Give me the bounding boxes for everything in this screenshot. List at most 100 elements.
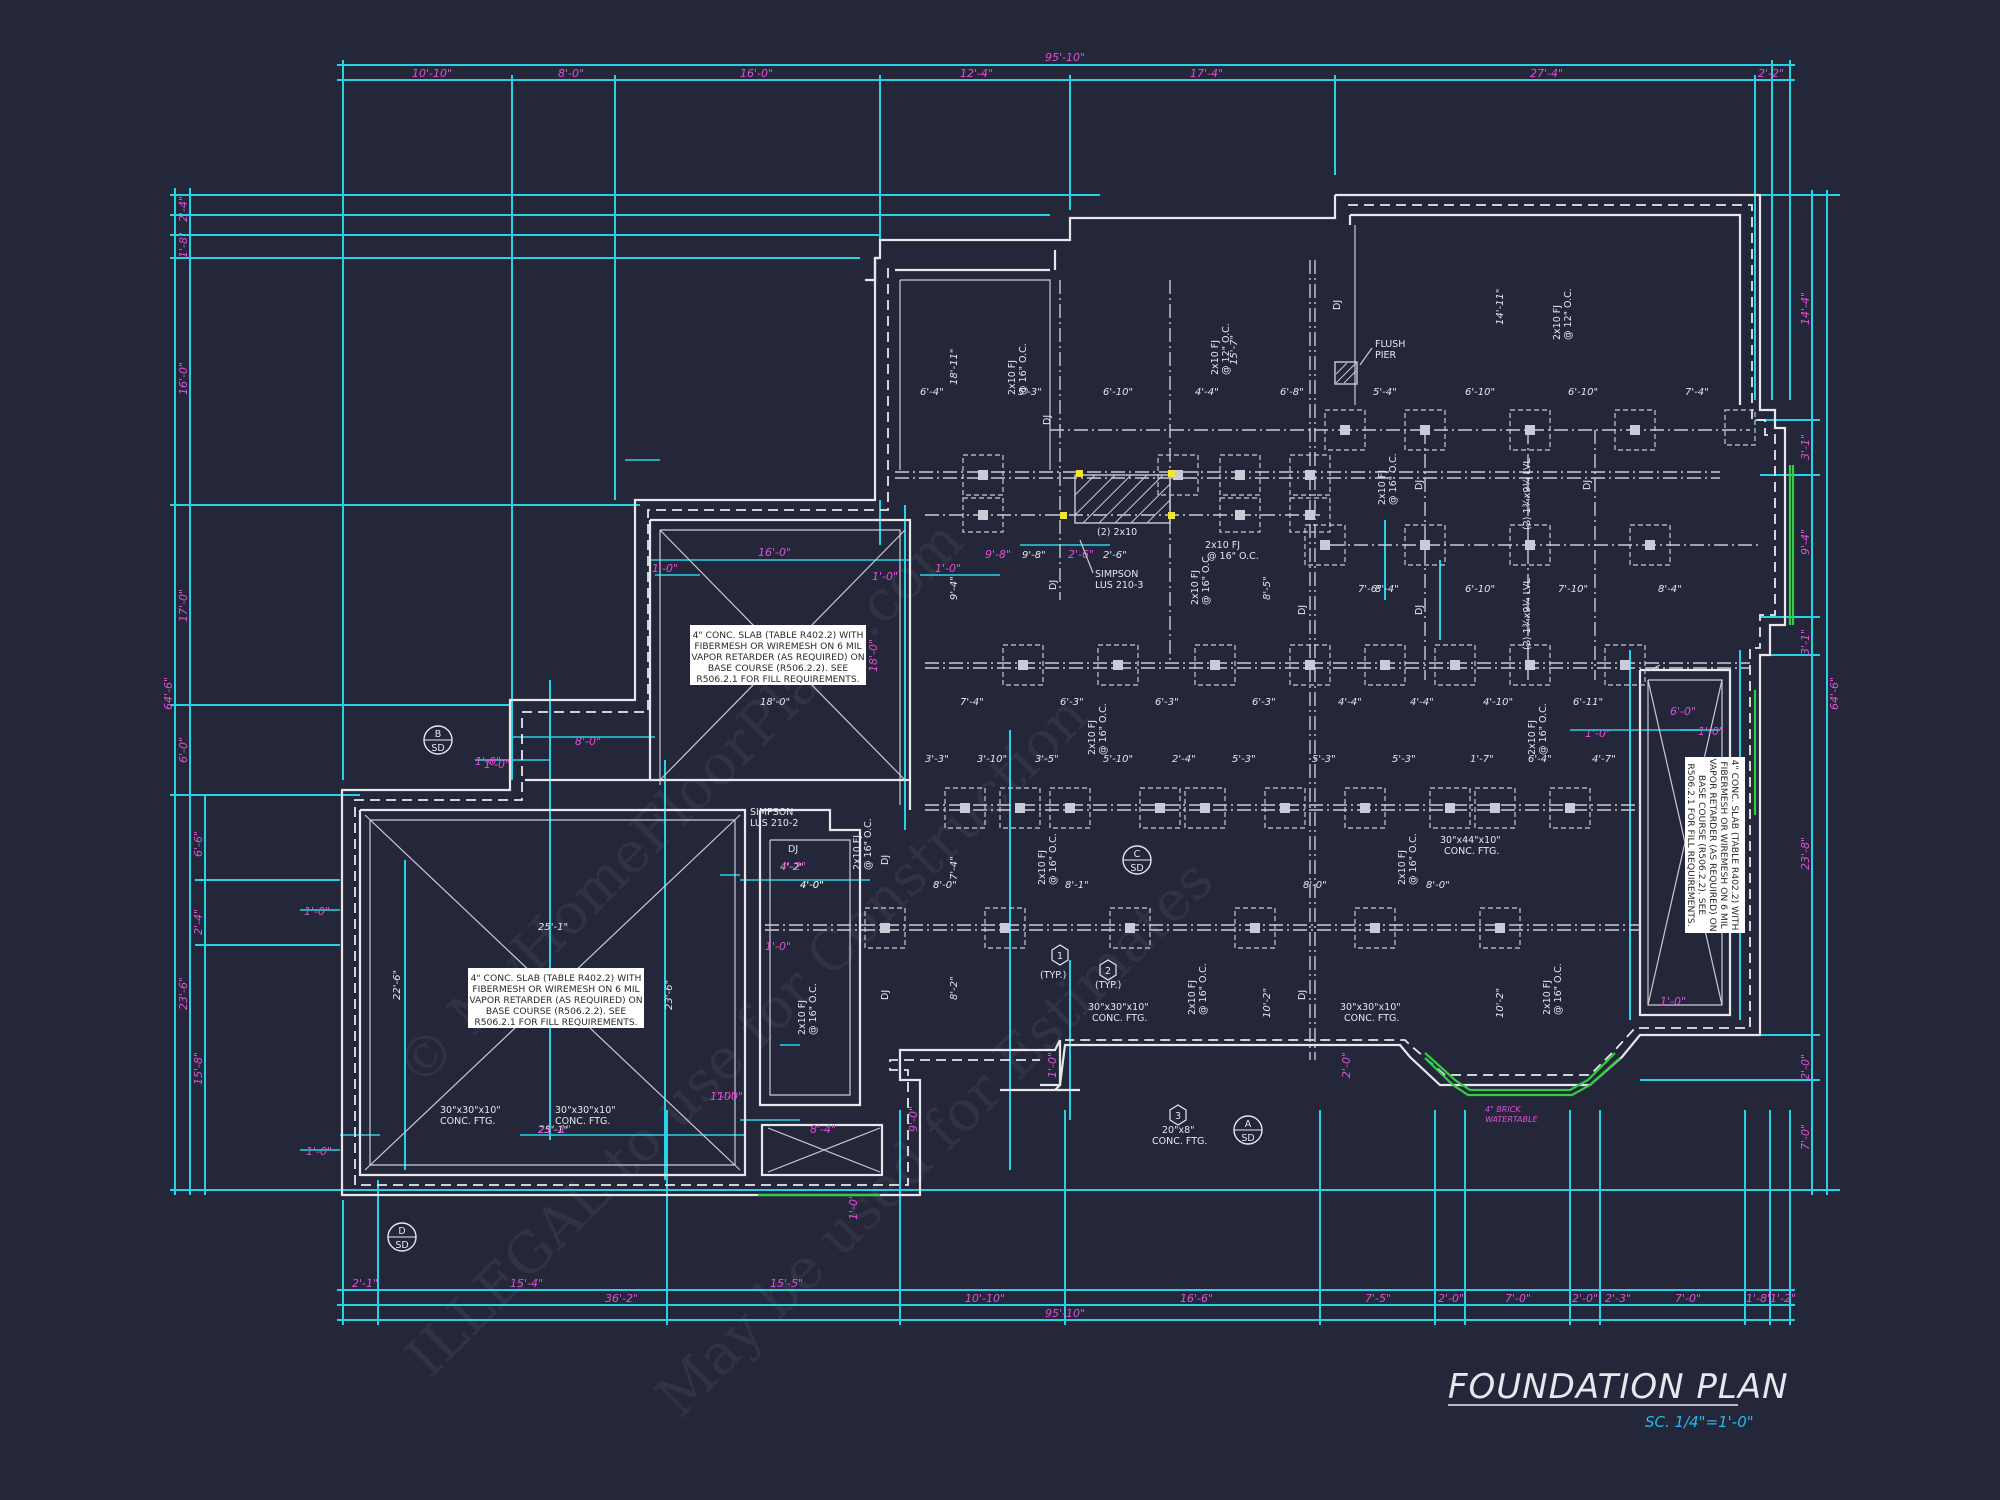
- misc-dim-10: 18'-11": [949, 349, 960, 385]
- bottom-dim-r2-6: 7'-0": [1505, 1292, 1531, 1305]
- joist-label-11b: @ 16" O.C.: [808, 983, 819, 1035]
- mag-dim-21: 9'-0": [907, 1106, 920, 1132]
- magenta-dimension-labels: 1 6'-0" 8'-0" 1'-0" 1'-0" 1'-0" 1'-0" 1'-…: [304, 546, 1724, 1220]
- joist-label-14: 2x10 FJ: [1205, 540, 1240, 551]
- mag-dim-13: 6'-0": [1670, 705, 1696, 718]
- ftg-1-line-1: 30"x30"x10": [440, 1105, 501, 1116]
- bottom-dimension-labels: 2'-1" 15'-4" 15'-5" 36'-2" 10'-10" 16'-6…: [352, 1277, 1796, 1320]
- top-dim-4: 12'-4": [960, 67, 993, 80]
- joist-label-7: 2x10 FJ: [1397, 850, 1408, 885]
- misc-dim-8: 8'-4": [1375, 584, 1399, 595]
- row-c-dim-8: 5'-3": [1392, 754, 1416, 765]
- joist-label-1b: @ 16" O.C.: [1018, 343, 1029, 395]
- top-dim-7: 2'-2": [1758, 67, 1784, 80]
- joist-label-14b: @ 16" O.C.: [1207, 551, 1259, 562]
- row-b-dim-4: 6'-3": [1252, 697, 1276, 708]
- flush-pier-2: PIER: [1375, 350, 1397, 361]
- slab-note-2: 4" CONC. SLAB (TABLE R402.2) WITH FIBERM…: [468, 968, 644, 1028]
- section-d-letter: D: [398, 1226, 405, 1237]
- slab-note-3-line-3: VAPOR RETARDER (AS REQUIRED) ON: [1707, 758, 1718, 931]
- right-dim-7: 7'-0": [1799, 1124, 1812, 1150]
- mag-dim-9: 1'-0": [710, 1090, 736, 1103]
- ftg-3-line-2: CONC. FTG.: [1092, 1013, 1147, 1024]
- mag-dim-3: 1'-0": [652, 562, 678, 575]
- slab-note-1-line-2: FIBERMESH OR WIREMESH ON 6 MIL: [694, 641, 862, 652]
- mag-dim-4: 1'-0": [872, 570, 898, 583]
- row-c-dim-4: 5'-10": [1103, 754, 1133, 765]
- callout-1: 1: [1051, 944, 1069, 966]
- beam-2x10: (2) 2x10: [1097, 527, 1137, 538]
- callout-3: 3: [1169, 1104, 1187, 1126]
- piers: [864, 361, 1756, 949]
- mag-dim-14: 4'-2": [780, 860, 806, 873]
- pier-row-5: [864, 907, 1521, 949]
- right-dimension-labels: 64'-6" 14'-4" 3'-1" 9'-4" 3'-1" 23'-8" 2…: [1799, 292, 1841, 1150]
- joist-label-13b: @ 16" O.C.: [1201, 553, 1212, 605]
- dj-1: DJ: [1042, 415, 1053, 425]
- slab-note-1-line-4: BASE COURSE (R506.2.2). SEE: [708, 663, 849, 674]
- bottom-dim-r2-8: 2'-3": [1605, 1292, 1631, 1305]
- callout-3-number: 3: [1175, 1111, 1181, 1122]
- row-b-dim-7: 4'-10": [1483, 697, 1513, 708]
- dj-4: DJ: [1582, 480, 1593, 490]
- section-a-sheet: SD: [1241, 1133, 1254, 1144]
- row-b-dim-5: 4'-4": [1338, 697, 1362, 708]
- slab-note-2-line-2: FIBERMESH OR WIREMESH ON 6 MIL: [472, 984, 640, 995]
- row-a-dim-8: 6'-10": [1568, 387, 1598, 398]
- dj-11: DJ: [788, 844, 798, 855]
- right-dim-2: 3'-1": [1799, 434, 1812, 460]
- pier-row-2: [962, 497, 1671, 566]
- drawing-title: FOUNDATION PLAN: [1448, 1367, 1789, 1407]
- row-c-dim-1: 3'-3": [925, 754, 949, 765]
- section-c-letter: C: [1134, 849, 1141, 860]
- misc-dim-5: 4'-0": [800, 880, 824, 891]
- left-dim-8: 23'-6": [177, 977, 190, 1010]
- row-d-dim-1: 8'-0": [933, 880, 957, 891]
- row-e-dim-3: 7'-10": [1558, 584, 1588, 595]
- mag-dim-11: 1'-0": [1585, 727, 1611, 740]
- brick-watertable: [758, 465, 1795, 1197]
- mag-dim-25: 25'-1": [538, 1123, 571, 1136]
- foundation-walls: [340, 193, 1787, 1197]
- section-b-sheet: SD: [431, 743, 444, 754]
- lvl-1: (2) 1¾x9¼ LVL: [1522, 458, 1533, 530]
- dj-7: DJ: [1414, 605, 1425, 615]
- brick-note-2: WATERTABLE: [1485, 1115, 1538, 1124]
- right-dim-6: 2'-0": [1799, 1054, 1812, 1080]
- bottom-dim-r1-2: 15'-4": [510, 1277, 543, 1290]
- row-e-dim-4: 8'-4": [1658, 584, 1682, 595]
- ftg-6-line-2: CONC. FTG.: [1152, 1136, 1207, 1147]
- joist-label-7b: @ 16" O.C.: [1408, 833, 1419, 885]
- right-dim-5: 23'-8": [1799, 837, 1812, 870]
- section-d: D SD: [387, 1222, 417, 1252]
- mag-dim-7: 1'-0": [304, 905, 330, 918]
- row-c-dim-6: 5'-3": [1232, 754, 1256, 765]
- joist-label-4b: @ 16" O.C.: [1388, 453, 1399, 505]
- misc-dim-17: 8'-5": [1262, 576, 1273, 600]
- slab-note-1-line-5: R506.2.1 FOR FILL REQUIREMENTS.: [696, 674, 859, 685]
- mag-dim-17: 9'-8": [985, 548, 1011, 561]
- right-dim-1: 14'-4": [1799, 292, 1812, 325]
- left-dim-7: 2'-4": [192, 909, 205, 935]
- dj-9: DJ: [880, 855, 891, 865]
- misc-dim-12: 10'-2": [1262, 988, 1273, 1018]
- pier-row-3: [1002, 644, 1646, 686]
- bottom-dim-r2-3: 16'-6": [1180, 1292, 1213, 1305]
- misc-dim-13: 10'-2": [1495, 988, 1506, 1018]
- misc-dim-16: 9'-4": [949, 576, 960, 600]
- dimension-lines: [170, 60, 1840, 1325]
- left-dim-5: 6'-0": [177, 737, 190, 763]
- bottom-dim-r2-9: 7'-0": [1675, 1292, 1701, 1305]
- section-a-letter: A: [1245, 1119, 1252, 1130]
- dj-3: DJ: [1414, 480, 1425, 490]
- section-markers: B SD C SD A SD D SD: [387, 725, 1263, 1252]
- mag-dim-2: 8'-0": [575, 735, 601, 748]
- row-c-dim-9: 1'-7": [1470, 754, 1494, 765]
- left-dim-3: 16'-0": [177, 362, 190, 395]
- right-dim-3: 9'-4": [1799, 529, 1812, 555]
- joist-label-9: 2x10 FJ: [1187, 980, 1198, 1015]
- mag-dim-15: 8'-4": [810, 1123, 836, 1136]
- row-a-dim-9: 7'-4": [1685, 387, 1709, 398]
- callout-2: 2: [1099, 959, 1117, 981]
